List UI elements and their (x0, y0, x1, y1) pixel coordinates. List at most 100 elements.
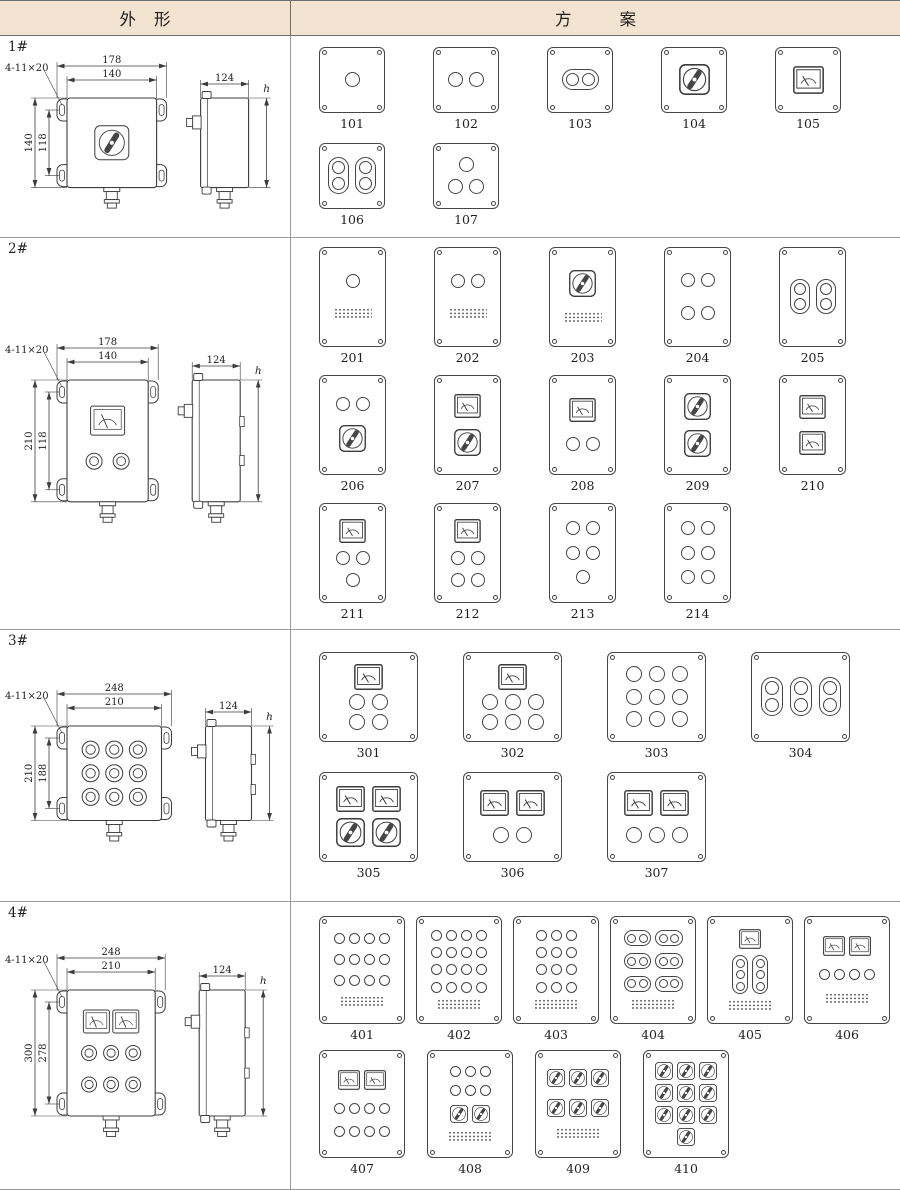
corner-screw-icon (505, 1052, 510, 1058)
switch-face (684, 429, 711, 457)
panel-number: 202 (455, 349, 480, 365)
switch-icon (454, 428, 481, 456)
corner-screw-icon (667, 249, 672, 255)
label-plate (563, 312, 602, 324)
button-hole (535, 964, 547, 976)
meter-face (364, 1070, 386, 1090)
panel-row (450, 1104, 490, 1123)
corner-screw-icon (552, 377, 557, 383)
panel-row (789, 279, 836, 314)
button-hole (372, 693, 388, 710)
button-hole (680, 273, 695, 288)
button-hole (379, 933, 390, 945)
panel-row (680, 545, 715, 560)
panel-row (431, 981, 487, 993)
corner-screw-icon (378, 505, 383, 511)
scheme-panel-face (664, 246, 731, 347)
scheme-panel-face (319, 915, 405, 1024)
meter-face (480, 790, 509, 817)
panel-row (344, 72, 360, 87)
button-hole (625, 711, 642, 727)
corner-screw-icon (491, 200, 496, 206)
meter-icon (799, 394, 826, 419)
panel-number: 101 (340, 115, 364, 131)
button-hole (359, 177, 372, 190)
button-hole (379, 954, 390, 966)
corner-screw-icon (591, 918, 596, 924)
panel-row (334, 933, 390, 945)
button-hole (565, 929, 577, 941)
corner-screw-icon (723, 377, 728, 383)
panel-row (339, 425, 366, 453)
button-hole (638, 933, 648, 943)
svg-text:140: 140 (98, 351, 117, 362)
corner-screw-icon (397, 1052, 402, 1058)
corner-screw-icon (646, 1052, 651, 1058)
button-hole (476, 947, 487, 959)
corner-screw-icon (397, 1015, 402, 1021)
button-hole (516, 826, 532, 843)
button-hole (349, 713, 365, 730)
scheme-panel-205: 205 (779, 246, 846, 365)
corner-screw-icon (410, 774, 415, 780)
button-hole (461, 964, 472, 976)
scheme-panel-face (549, 246, 616, 347)
svg-text:h: h (259, 975, 266, 987)
corner-screw-icon (436, 145, 441, 151)
button-hole (670, 979, 679, 989)
switch-face (699, 1083, 717, 1102)
meter-icon (516, 790, 545, 817)
button-hole (638, 979, 648, 989)
button-hole (461, 981, 472, 993)
scheme-panel-face (751, 651, 850, 742)
button-hole (700, 545, 715, 560)
label-plate (631, 998, 675, 1009)
panel-number: 403 (544, 1026, 568, 1042)
corner-screw-icon (466, 733, 471, 739)
switch-icon (699, 1105, 717, 1124)
scheme-panel-206: 206 (319, 374, 386, 493)
panel-row (535, 964, 577, 976)
button-hole (349, 1126, 360, 1137)
switch-icon (569, 1069, 587, 1087)
panel-number: 213 (570, 605, 595, 621)
switch-icon (677, 1105, 695, 1124)
button-hole (565, 545, 580, 560)
switch-icon (677, 1083, 695, 1102)
button-hole (700, 273, 715, 288)
meter-face (624, 790, 653, 817)
switch-face (547, 1069, 565, 1087)
svg-text:140: 140 (102, 69, 121, 80)
panel-row (448, 1131, 492, 1142)
scheme-panel-face (319, 374, 386, 475)
corner-screw-icon (322, 338, 327, 344)
switch-face (569, 1098, 587, 1117)
switch-icon (547, 1069, 565, 1087)
button-hole (565, 947, 577, 959)
corner-screw-icon (552, 338, 557, 344)
row-label: 2# (8, 241, 28, 257)
corner-screw-icon (721, 1052, 726, 1058)
svg-text:h: h (254, 365, 261, 377)
switch-face (677, 1105, 695, 1124)
panel-row (349, 713, 388, 730)
panel-row (823, 936, 871, 957)
button-hole (680, 545, 695, 560)
svg-text:h: h (266, 711, 273, 723)
corner-screw-icon (554, 853, 559, 859)
button-hole (700, 570, 715, 584)
button-hole (476, 981, 487, 993)
switch-icon (655, 1105, 673, 1124)
corner-screw-icon (322, 505, 327, 511)
corner-screw-icon (378, 466, 383, 472)
button-hole (793, 283, 806, 295)
svg-text:124: 124 (218, 701, 237, 712)
meter-icon (739, 929, 761, 950)
panel-row (760, 677, 841, 716)
panel-number: 104 (682, 115, 706, 131)
button-hole (345, 572, 360, 587)
scheme-panel-403: 403 (513, 915, 599, 1042)
